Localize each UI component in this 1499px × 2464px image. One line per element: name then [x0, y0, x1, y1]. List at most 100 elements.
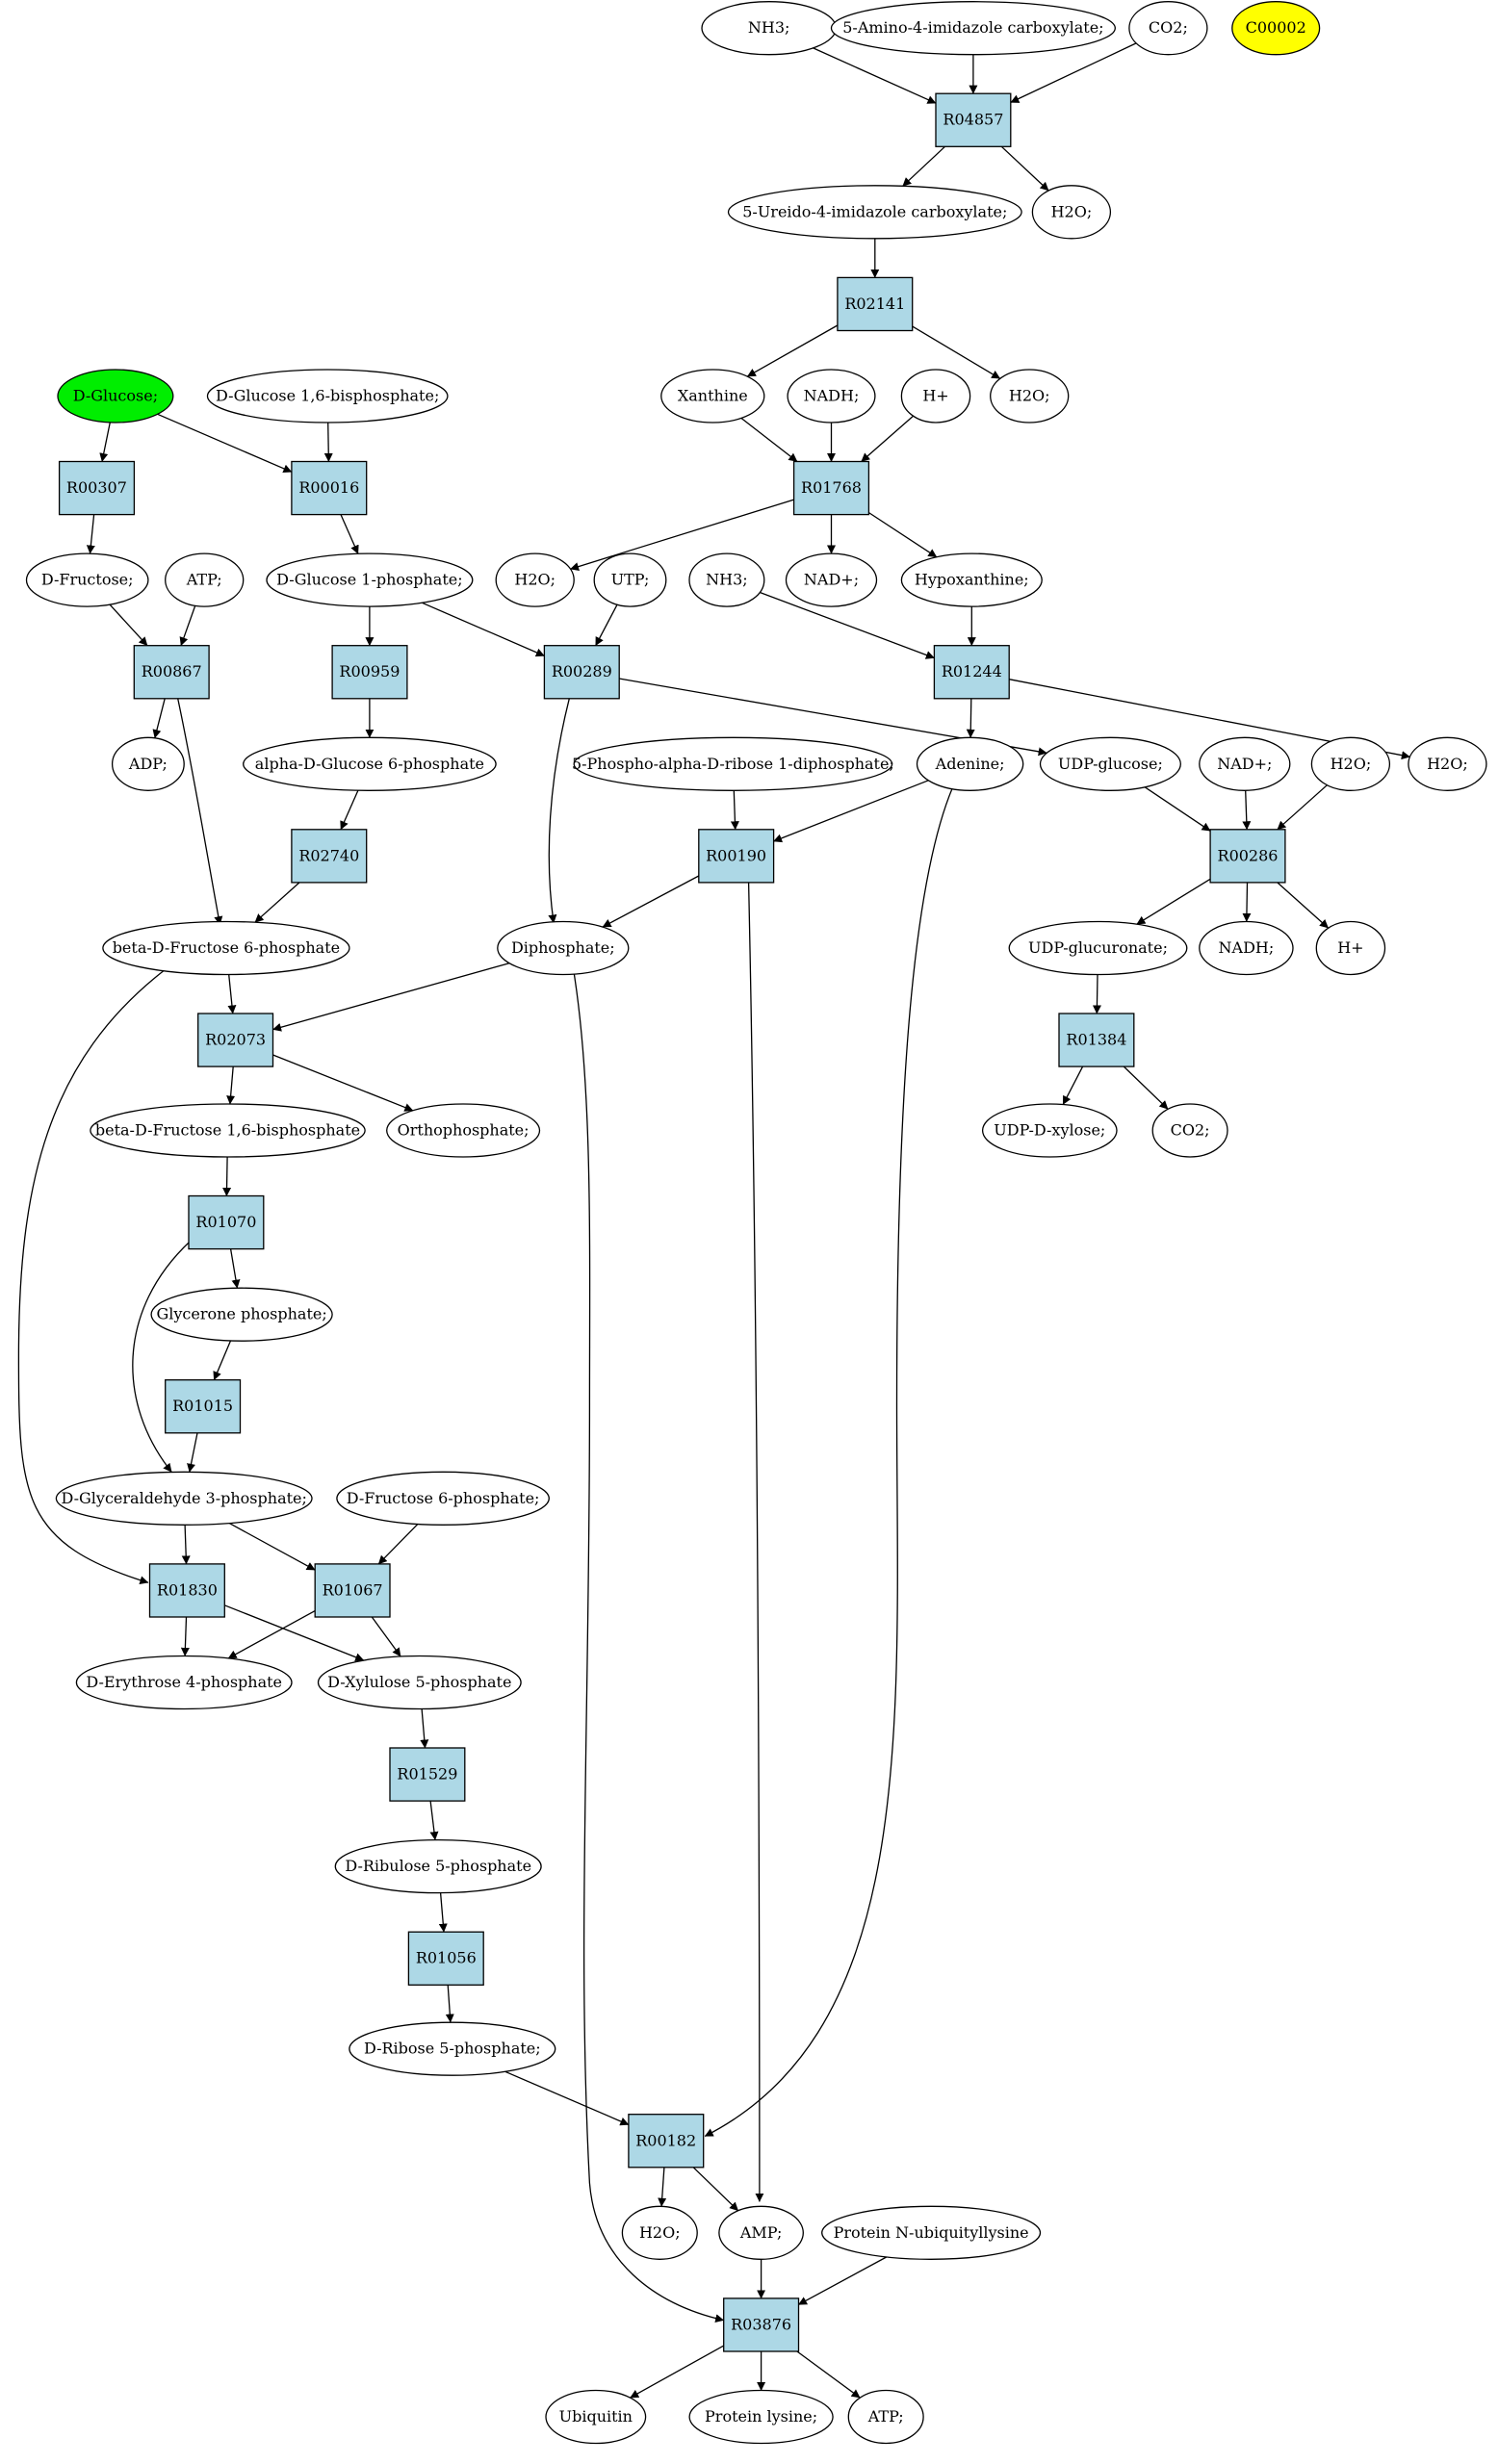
compound-node-bDF6P[interactable]: beta-D-Fructose 6-phosphate	[102, 920, 350, 976]
compound-node-Diphosphate[interactable]: Diphosphate;	[497, 920, 630, 976]
node-label: R01070	[195, 1213, 256, 1231]
reaction-node-R00286[interactable]: R00286	[1209, 829, 1286, 884]
compound-node-DR5P[interactable]: D-Ribose 5-phosphate;	[349, 2021, 556, 2076]
reaction-node-R02073[interactable]: R02073	[197, 1013, 274, 1067]
reaction-node-R01384[interactable]: R01384	[1058, 1013, 1135, 1067]
reaction-box	[133, 645, 210, 700]
node-label: NH3;	[706, 571, 748, 589]
reaction-node-R02141[interactable]: R02141	[837, 276, 914, 332]
reaction-box	[723, 2297, 800, 2352]
node-label: R01244	[942, 662, 1002, 680]
edge-R00182-to-H2O_f	[658, 2167, 667, 2207]
reaction-node-R01768[interactable]: R01768	[792, 460, 870, 516]
compound-node-CO2_b[interactable]: CO2;	[1151, 1103, 1228, 1158]
compound-node-NH3_b[interactable]: NH3;	[688, 552, 765, 607]
reaction-node-R01015[interactable]: R01015	[165, 1379, 242, 1434]
reaction-node-R00289[interactable]: R00289	[543, 645, 620, 700]
reaction-node-R00867[interactable]: R00867	[133, 645, 210, 700]
node-label: R01067	[323, 1580, 383, 1599]
compound-node-H2O_c[interactable]: H2O;	[495, 552, 575, 607]
edge-R01830-to-DX5P	[224, 1604, 365, 1662]
compound-ellipse	[718, 2205, 804, 2260]
reaction-node-R00959[interactable]: R00959	[331, 645, 408, 700]
compound-node-DGlucose[interactable]: D-Glucose;	[57, 369, 174, 424]
compound-node-UDPxylose[interactable]: UDP-D-xylose;	[981, 1103, 1118, 1158]
compound-node-NADplus_a[interactable]: NAD+;	[785, 552, 878, 607]
reaction-node-R00182[interactable]: R00182	[628, 2114, 705, 2169]
compound-node-NADH_b[interactable]: NADH;	[1199, 920, 1294, 976]
compound-ellipse	[1031, 185, 1112, 240]
compound-node-ADP[interactable]: ADP;	[111, 736, 185, 791]
reaction-node-R00016[interactable]: R00016	[291, 460, 368, 516]
compound-node-UDPglucuronate[interactable]: UDP-glucuronate;	[1008, 920, 1188, 976]
compound-node-ATP_b[interactable]: ATP;	[847, 2389, 924, 2445]
compound-node-Hplus_a[interactable]: H+	[900, 369, 971, 424]
reaction-node-R01529[interactable]: R01529	[389, 1747, 466, 1802]
compound-node-ATP_a[interactable]: ATP;	[165, 552, 245, 607]
compound-node-DX5P[interactable]: D-Xylulose 5-phosphate	[317, 1655, 522, 1710]
compound-node-DRu5P[interactable]: D-Ribulose 5-phosphate	[334, 1838, 542, 1894]
compound-node-UTP[interactable]: UTP;	[593, 552, 667, 607]
edge-DGA3P-to-R01830	[181, 1525, 191, 1565]
compound-ellipse	[573, 736, 893, 791]
compound-node-H2O_b[interactable]: H2O;	[990, 369, 1070, 424]
compound-node-AMP[interactable]: AMP;	[718, 2205, 804, 2260]
reaction-node-R04857[interactable]: R04857	[935, 92, 1012, 147]
compound-node-UIC[interactable]: 5-Ureido-4-imidazole carboxylate;	[727, 185, 1022, 240]
reaction-node-R01067[interactable]: R01067	[314, 1563, 391, 1618]
compound-node-NADplus_b[interactable]: NAD+;	[1199, 736, 1291, 791]
compound-node-Hplus_b[interactable]: H+	[1315, 920, 1386, 976]
reaction-node-R01056[interactable]: R01056	[407, 1931, 484, 1986]
compound-node-bDF16BP[interactable]: beta-D-Fructose 1,6-bisphosphate	[90, 1103, 366, 1158]
compound-node-Ubiquitin[interactable]: Ubiquitin	[545, 2389, 647, 2445]
compound-node-DGA3P[interactable]: D-Glyceraldehyde 3-phosphate;	[55, 1471, 313, 1526]
compound-node-NH3_top[interactable]: NH3;	[701, 1, 838, 56]
compound-node-UDPglucose[interactable]: UDP-glucose;	[1039, 736, 1181, 791]
node-label: R00016	[298, 478, 359, 497]
compound-node-DG16BP[interactable]: D-Glucose 1,6-bisphosphate;	[206, 369, 449, 424]
compound-node-H2O_d[interactable]: H2O;	[1310, 736, 1391, 791]
reaction-node-R00307[interactable]: R00307	[58, 460, 136, 516]
node-label: H2O;	[1331, 755, 1372, 773]
compound-ellipse	[1008, 920, 1188, 976]
compound-node-C00002[interactable]: C00002	[1231, 1, 1321, 56]
edge-R01070-to-GlyceroneP	[229, 1248, 241, 1289]
compound-node-Hypoxanthine[interactable]: Hypoxanthine;	[900, 552, 1043, 607]
compound-ellipse	[386, 1103, 541, 1158]
compound-node-Orthophosphate[interactable]: Orthophosphate;	[386, 1103, 541, 1158]
compound-node-H2O_e[interactable]: H2O;	[1408, 736, 1487, 791]
node-label: Xanthine	[678, 387, 748, 405]
node-label: R01056	[416, 1949, 477, 1967]
node-label: R01015	[172, 1397, 233, 1415]
compound-node-ProtNUbiq[interactable]: Protein N-ubiquityllysine	[821, 2205, 1042, 2260]
reaction-node-R01244[interactable]: R01244	[933, 645, 1010, 700]
compound-ellipse	[847, 2389, 924, 2445]
edge-R00286-to-Hplus_b	[1277, 882, 1330, 929]
node-label: alpha-D-Glucose 6-phosphate	[255, 755, 484, 773]
compound-node-DFructose[interactable]: D-Fructose;	[25, 552, 149, 607]
compound-node-ProteinLysine[interactable]: Protein lysine;	[688, 2389, 834, 2445]
reaction-node-R02740[interactable]: R02740	[291, 829, 368, 884]
compound-node-DE4P[interactable]: D-Erythrose 4-phosphate	[75, 1655, 293, 1710]
compound-node-DG1P[interactable]: D-Glucose 1-phosphate;	[266, 552, 474, 607]
compound-node-Adenine[interactable]: Adenine;	[916, 736, 1024, 791]
compound-node-PRPP[interactable]: 5-Phospho-alpha-D-ribose 1-diphosphate;	[572, 736, 894, 791]
node-label: Glycerone phosphate;	[156, 1305, 326, 1323]
compound-ellipse	[900, 369, 971, 424]
compound-ellipse	[90, 1103, 366, 1158]
reaction-node-R00190[interactable]: R00190	[698, 829, 775, 884]
edge-R00190-to-AMP	[747, 882, 764, 2202]
compound-node-Xanthine[interactable]: Xanthine	[660, 369, 765, 424]
compound-node-H2O_f[interactable]: H2O;	[621, 2205, 698, 2260]
compound-node-H2O_a[interactable]: H2O;	[1031, 185, 1112, 240]
compound-node-GlyceroneP[interactable]: Glycerone phosphate;	[150, 1287, 333, 1342]
compound-node-CO2_top[interactable]: CO2;	[1128, 1, 1208, 56]
reaction-node-R01830[interactable]: R01830	[148, 1563, 225, 1618]
compound-node-DF6P[interactable]: D-Fructose 6-phosphate;	[336, 1471, 550, 1526]
compound-node-aDG6P[interactable]: alpha-D-Glucose 6-phosphate	[243, 736, 497, 791]
compound-node-NADH_a[interactable]: NADH;	[787, 369, 876, 424]
reaction-node-R03876[interactable]: R03876	[723, 2297, 800, 2352]
compound-node-AICA[interactable]: 5-Amino-4-imidazole carboxylate;	[830, 1, 1116, 56]
edge-UDPglucuronate-to-R01384	[1092, 974, 1101, 1014]
reaction-node-R01070[interactable]: R01070	[188, 1194, 265, 1250]
